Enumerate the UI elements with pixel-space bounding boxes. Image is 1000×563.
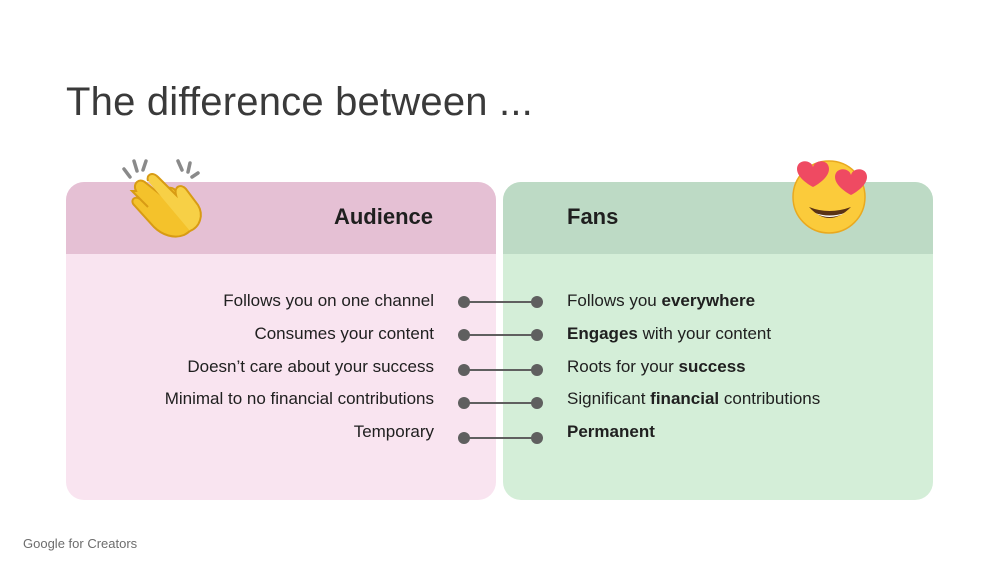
fans-item: Follows you everywhere [567, 291, 755, 311]
connector-line [458, 295, 543, 309]
audience-heading: Audience [333, 204, 433, 229]
connector-line [458, 328, 543, 342]
fans-item: Permanent [567, 422, 655, 442]
audience-item: Temporary [353, 422, 434, 441]
audience-item: Consumes your content [254, 324, 434, 343]
fans-heading: Fans [567, 204, 619, 229]
connector-bar [464, 369, 537, 371]
fans-card-header: Fans [503, 182, 933, 254]
connector-dot [531, 364, 543, 376]
fans-item-bold: Permanent [567, 422, 655, 441]
fans-card: Fans [503, 182, 933, 500]
connector-bar [464, 334, 537, 336]
fans-item-bold: Engages [567, 324, 638, 343]
footer-brand: Google for Creators [23, 536, 138, 551]
audience-item: Minimal to no financial contributions [164, 389, 434, 408]
fans-item: Significant financial contributions [567, 389, 820, 409]
connector-dot [531, 397, 543, 409]
audience-card: Audience [66, 182, 496, 500]
connector-bar [464, 301, 537, 303]
fans-item-pre: Roots for your [567, 357, 679, 376]
fans-item-bold: financial [650, 389, 720, 408]
fans-item-pre: Follows you [567, 291, 662, 310]
fans-item-post: contributions [719, 389, 821, 408]
audience-item: Follows you on one channel [223, 291, 434, 310]
clapping-hands-icon [118, 155, 210, 239]
fans-item-bold: everywhere [661, 291, 756, 310]
fans-item-post: with your content [637, 324, 772, 343]
connector-line [458, 363, 543, 377]
connector-dot [531, 432, 543, 444]
audience-item: Doesn’t care about your success [187, 357, 434, 376]
fans-item: Roots for your success [567, 357, 746, 377]
heart-eyes-smiley-icon [789, 155, 874, 235]
connector-line [458, 396, 543, 410]
connector-dot [531, 329, 543, 341]
fans-item: Engages with your content [567, 324, 771, 344]
connector-dot [531, 296, 543, 308]
fans-item-bold: success [678, 357, 746, 376]
slide-title: The difference between ... [66, 80, 533, 124]
connector-bar [464, 437, 537, 439]
fans-item-pre: Significant [567, 389, 651, 408]
connector-bar [464, 402, 537, 404]
connector-line [458, 431, 543, 445]
